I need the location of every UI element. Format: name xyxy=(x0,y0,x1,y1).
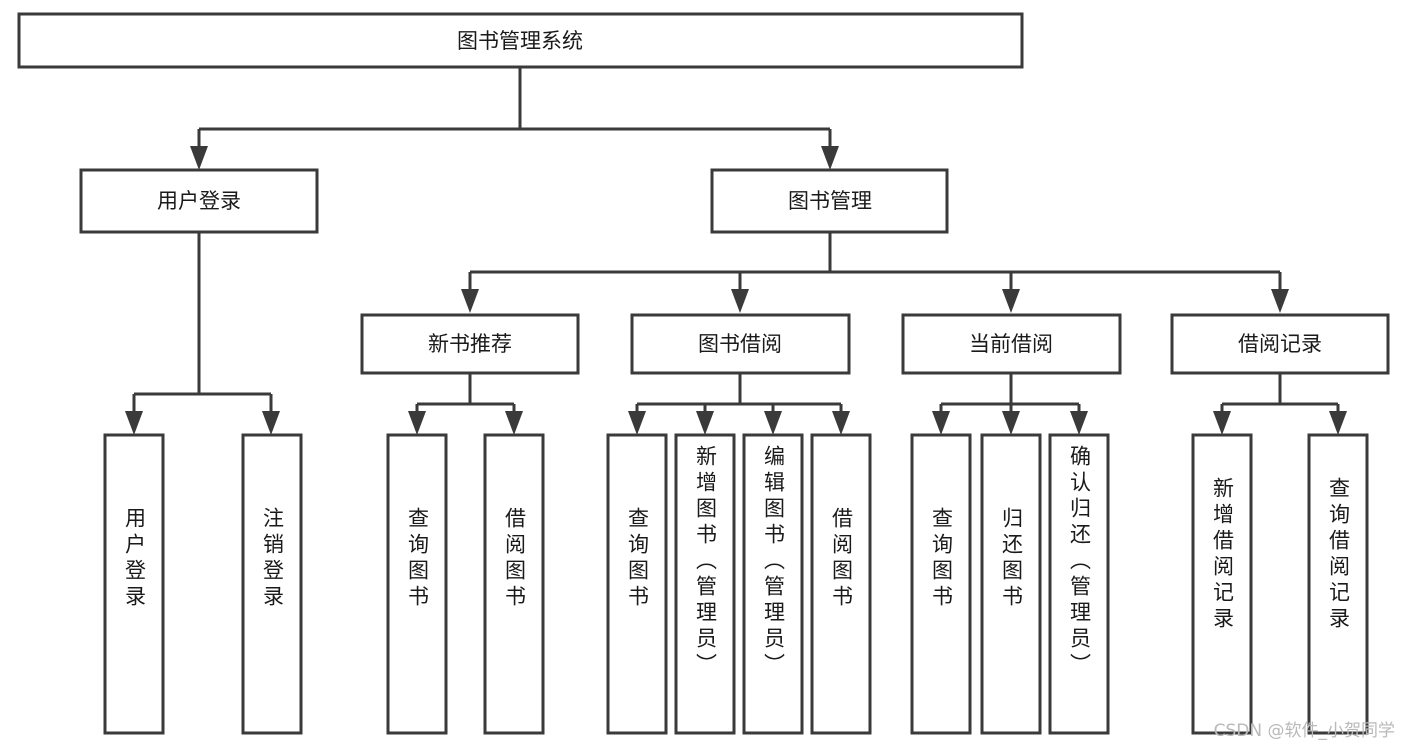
arrow-head-icon xyxy=(821,146,839,170)
connector-book-borrow-to-leaves xyxy=(628,373,850,435)
leaf-box-new-book-rec-0[interactable] xyxy=(386,433,448,735)
connector-new-book-recommend-to-leaves xyxy=(408,373,523,435)
arrow-head-icon xyxy=(262,411,280,435)
arrow-head-icon xyxy=(731,289,749,313)
node-book-borrow-label: 图书借阅 xyxy=(698,332,782,356)
connector-book-management-to-level3 xyxy=(461,232,1289,313)
node-root-label: 图书管理系统 xyxy=(457,29,583,53)
arrow-head-icon xyxy=(125,411,143,435)
arrow-head-icon xyxy=(190,146,208,170)
arrow-head-icon xyxy=(696,411,714,435)
leaf-box-current-borrow-0[interactable] xyxy=(910,433,972,735)
connector-borrow-record-to-leaves xyxy=(1213,373,1347,435)
node-book-management[interactable]: 图书管理 xyxy=(710,168,949,234)
arrow-head-icon xyxy=(1271,289,1289,313)
leaf-box-borrow-record-1[interactable] xyxy=(1307,433,1369,735)
leaf-box-book-borrow-1[interactable] xyxy=(674,433,736,735)
node-new-book-recommend-box[interactable] xyxy=(360,313,580,375)
leaf-box-book-borrow-2[interactable] xyxy=(742,433,804,735)
leaf-box-user-login-0[interactable] xyxy=(103,433,165,735)
arrow-head-icon xyxy=(1002,289,1020,313)
arrow-head-icon xyxy=(1329,411,1347,435)
node-user-login-box[interactable] xyxy=(79,168,319,234)
arrow-head-icon xyxy=(461,289,479,313)
node-user-login-label: 用户登录 xyxy=(157,189,241,213)
node-current-borrow[interactable]: 当前借阅 xyxy=(901,313,1122,375)
node-book-borrow[interactable]: 图书借阅 xyxy=(630,313,851,375)
arrow-head-icon xyxy=(1002,411,1020,435)
leaf-box-book-borrow-0[interactable] xyxy=(606,433,668,735)
leaf-box-borrow-record-0[interactable] xyxy=(1191,433,1253,735)
node-new-book-recommend[interactable]: 新书推荐 xyxy=(360,313,580,375)
leaf-box-book-borrow-3[interactable] xyxy=(810,433,872,735)
arrow-head-icon xyxy=(1070,411,1088,435)
arrow-head-icon xyxy=(764,411,782,435)
leaf-box-new-book-rec-1[interactable] xyxy=(483,433,545,735)
node-borrow-record-label: 借阅记录 xyxy=(1238,332,1322,356)
leaf-box-current-borrow-1[interactable] xyxy=(980,433,1042,735)
node-current-borrow-label: 当前借阅 xyxy=(969,332,1053,356)
arrow-head-icon xyxy=(505,411,523,435)
node-current-borrow-box[interactable] xyxy=(901,313,1122,375)
node-borrow-record[interactable]: 借阅记录 xyxy=(1170,313,1390,375)
arrow-head-icon xyxy=(1213,411,1231,435)
connector-current-borrow-to-leaves xyxy=(932,373,1088,435)
arrow-head-icon xyxy=(932,411,950,435)
node-book-management-label: 图书管理 xyxy=(788,189,872,213)
node-root[interactable]: 图书管理系统 xyxy=(17,12,1024,69)
leaf-box-user-login-1[interactable] xyxy=(241,433,303,735)
arrow-head-icon xyxy=(408,411,426,435)
connector-user-login-to-leaves xyxy=(125,232,280,435)
leaf-box-current-borrow-2[interactable] xyxy=(1048,433,1110,735)
arrow-head-icon xyxy=(628,411,646,435)
node-new-book-recommend-label: 新书推荐 xyxy=(428,332,512,356)
arrow-head-icon xyxy=(832,411,850,435)
connector-root-to-level2 xyxy=(190,67,839,170)
node-root-box[interactable] xyxy=(17,12,1024,69)
node-user-login[interactable]: 用户登录 xyxy=(79,168,319,234)
